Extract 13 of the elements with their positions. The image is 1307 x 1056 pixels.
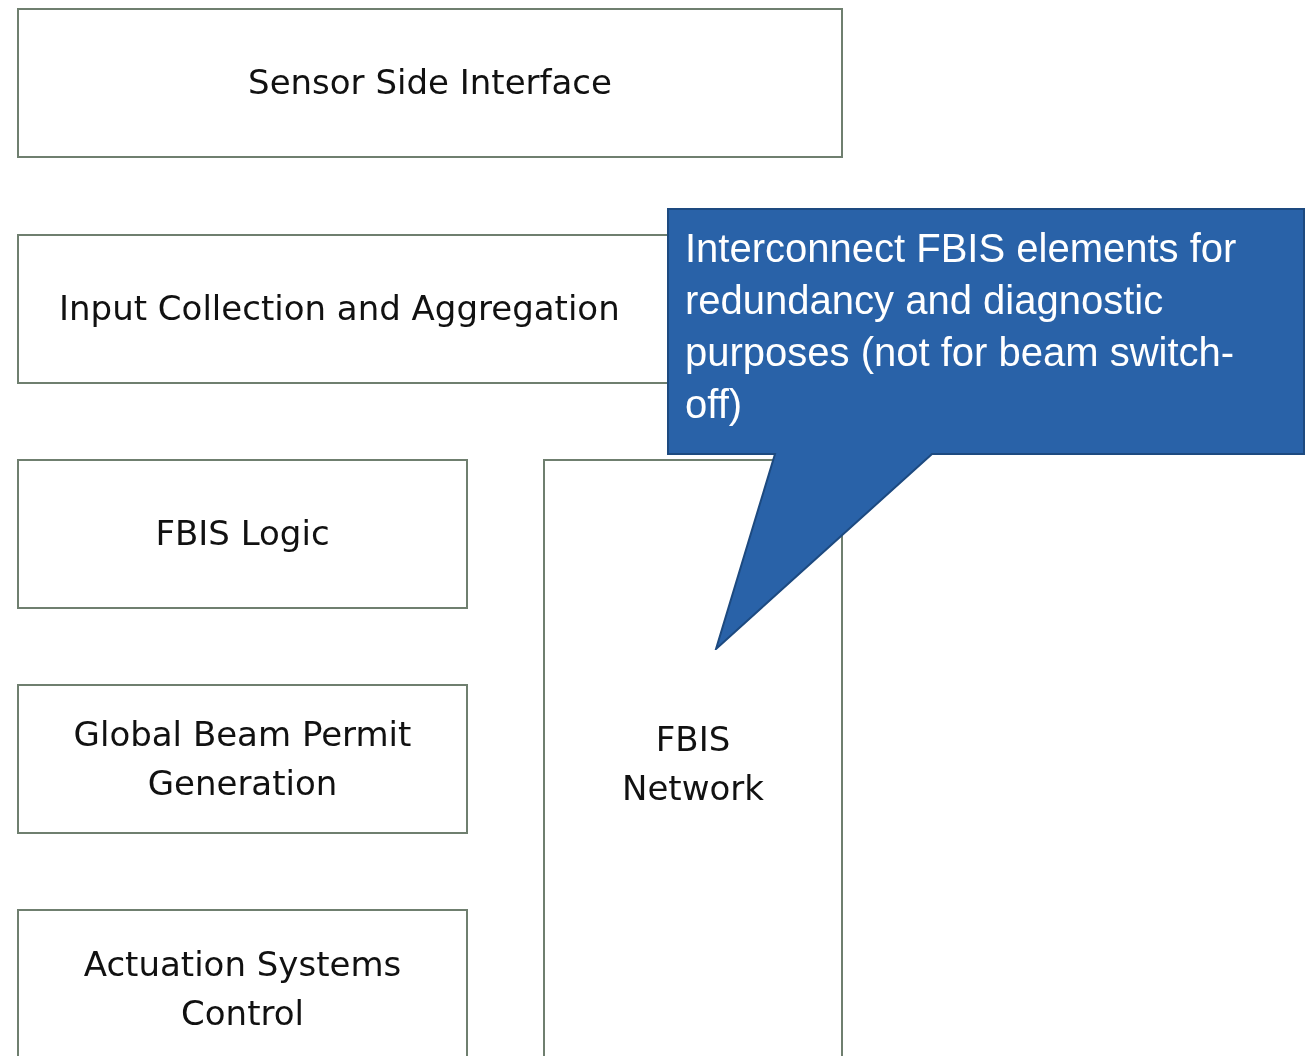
layer-box <box>17 684 468 834</box>
callout-tooltip <box>667 208 1305 650</box>
layer-box <box>17 8 843 158</box>
callout-text: Interconnect FBIS elements for redundancy and diagnostic purposes (not for beam switch-off) <box>685 225 1238 428</box>
layer-box <box>17 909 468 1056</box>
box-label: Sensor Side Interface <box>248 61 612 105</box>
box-label: Global Beam Permit Generation <box>72 712 413 805</box>
box-label: FBIS Network <box>621 717 765 810</box>
layer-box <box>17 459 468 609</box>
network-box <box>543 459 843 1056</box>
box-label: FBIS Logic <box>155 512 330 556</box>
box-label: Input Collection and Aggregation <box>59 287 620 331</box>
box-label: Actuation Systems Control <box>82 942 403 1035</box>
